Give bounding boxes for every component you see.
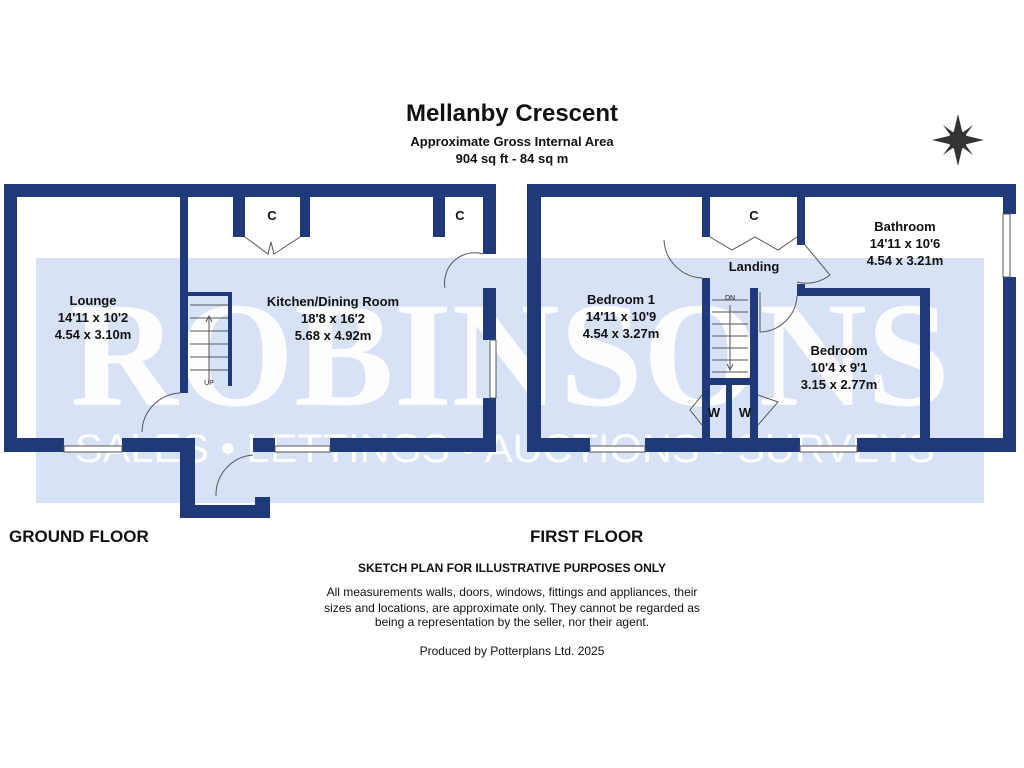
svg-text:14'11 x 10'6: 14'11 x 10'6 [870, 236, 941, 251]
svg-text:4.54 x 3.27m: 4.54 x 3.27m [583, 326, 660, 341]
disclaimer-line: being a representation by the seller, no… [374, 615, 650, 629]
cupboard-label: C [267, 208, 277, 223]
cupboard-label: C [455, 208, 465, 223]
room-lounge: Lounge 14'11 x 10'2 4.54 x 3.10m [55, 293, 132, 342]
ground-floor-label: GROUND FLOOR [9, 527, 149, 546]
room-bathroom: Bathroom 14'11 x 10'6 4.54 x 3.21m [867, 219, 944, 268]
stairs-down-label: DN [725, 295, 735, 302]
svg-text:4.54 x 3.10m: 4.54 x 3.10m [55, 327, 132, 342]
first-floor-fixtures [589, 213, 1011, 453]
stairs-up-label: UP [204, 380, 214, 387]
cupboard-label: C [749, 208, 759, 223]
ground-floor-walls [4, 184, 496, 518]
plan-title: Mellanby Crescent [405, 100, 619, 127]
svg-text:3.15 x 2.77m: 3.15 x 2.77m [801, 377, 878, 392]
area-label: Approximate Gross Internal Area [410, 134, 614, 149]
room-bedroom-2: Bedroom 10'4 x 9'1 3.15 x 2.77m [801, 343, 878, 392]
svg-text:14'11 x 10'2: 14'11 x 10'2 [58, 310, 129, 325]
credit: Produced by Potterplans Ltd. 2025 [419, 644, 605, 658]
svg-text:Bedroom 1: Bedroom 1 [587, 292, 655, 307]
wardrobe-label: W [708, 405, 721, 420]
svg-text:5.68 x 4.92m: 5.68 x 4.92m [295, 328, 372, 343]
compass-icon [932, 114, 984, 166]
room-bedroom-1: Bedroom 1 14'11 x 10'9 4.54 x 3.27m [583, 292, 660, 341]
first-floor-label: FIRST FLOOR [530, 527, 644, 546]
room-kitchen-dining: Kitchen/Dining Room 18'8 x 16'2 5.68 x 4… [267, 294, 399, 343]
first-floor-walls [527, 184, 1016, 452]
svg-text:Bathroom: Bathroom [874, 219, 935, 234]
disclaimer-line: sizes and locations, are approximate onl… [324, 601, 700, 615]
svg-text:Lounge: Lounge [70, 293, 117, 308]
wardrobe-label: W [739, 405, 752, 420]
svg-text:10'4 x 9'1: 10'4 x 9'1 [811, 360, 868, 375]
sketch-plan-heading: SKETCH PLAN FOR ILLUSTRATIVE PURPOSES ON… [357, 561, 667, 575]
area-value: 904 sq ft - 84 sq m [455, 151, 569, 166]
svg-text:4.54 x 3.21m: 4.54 x 3.21m [867, 253, 944, 268]
ground-floor-fixtures [63, 236, 497, 497]
svg-text:Kitchen/Dining Room: Kitchen/Dining Room [267, 294, 399, 309]
room-landing: Landing [729, 259, 780, 274]
svg-text:ROBINSONS: ROBINSONS [70, 272, 950, 438]
svg-text:18'8 x 16'2: 18'8 x 16'2 [301, 311, 365, 326]
svg-text:Bedroom: Bedroom [810, 343, 867, 358]
disclaimer-line: All measurements walls, doors, windows, … [326, 585, 698, 599]
svg-text:14'11 x 10'9: 14'11 x 10'9 [586, 309, 657, 324]
